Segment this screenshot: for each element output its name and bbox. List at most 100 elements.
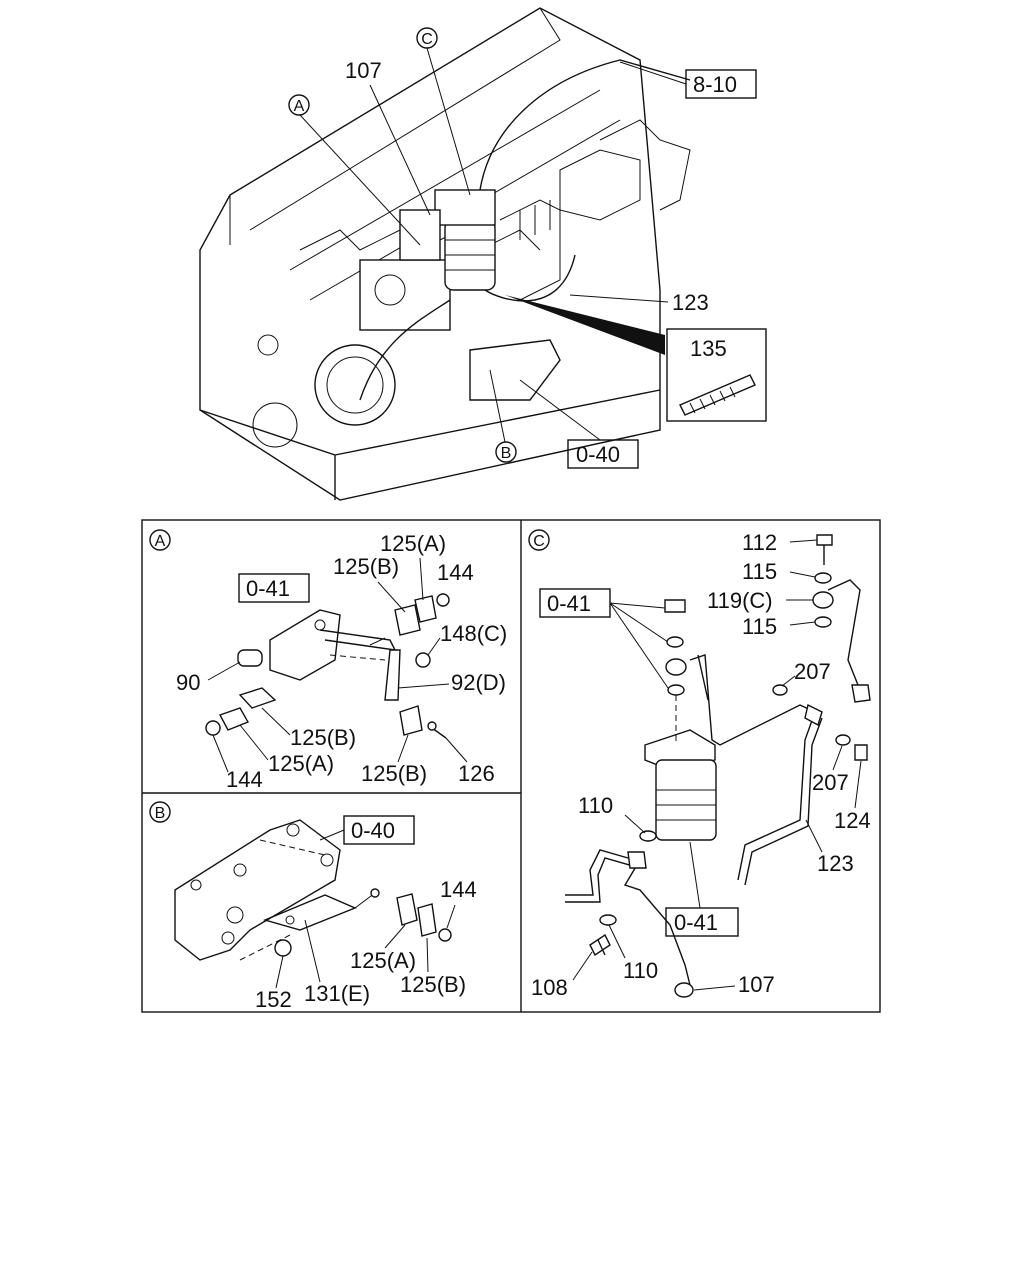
part-125B-clip	[417, 903, 437, 937]
pipe-107-eye	[674, 982, 694, 998]
pipe-123	[737, 711, 816, 881]
panel-A-ref: 0-41	[246, 576, 290, 601]
panel-B-circle	[149, 801, 171, 823]
cable-tie-icon	[679, 374, 756, 416]
callout-123: 123	[672, 290, 709, 315]
label-125B-top: 125(B)	[333, 554, 399, 579]
leader-110-a	[624, 814, 646, 834]
circle-B	[495, 441, 517, 463]
label-126: 126	[458, 761, 495, 786]
filter-cartridge	[655, 759, 717, 841]
leader-112	[789, 539, 818, 543]
panel-C-ref-bottom: 0-41	[674, 910, 718, 935]
filter-head	[644, 729, 716, 771]
pipe-123-fitting	[804, 703, 823, 727]
part-92D-bracket	[384, 649, 401, 701]
leader-B	[489, 369, 506, 443]
eye-fitting	[665, 658, 687, 676]
ref-8-10: 8-10	[693, 72, 737, 97]
label-124: 124	[834, 808, 871, 833]
panel-C-letter: C	[533, 533, 545, 550]
part-125B-clip-top	[394, 604, 421, 636]
part-125A-clip-top	[414, 595, 437, 623]
panels-outer-frame	[141, 519, 881, 1013]
pipe-lower-fitting	[627, 851, 647, 869]
label-144: 144	[440, 877, 477, 902]
label-92D: 92(D)	[451, 670, 506, 695]
callout-135: 135	[690, 336, 727, 361]
panel-A-letter: A	[155, 533, 166, 550]
label-125B: 125(B)	[400, 972, 466, 997]
label-125B-mid: 125(B)	[290, 725, 356, 750]
label-90: 90	[176, 670, 200, 695]
panel-A-circle	[149, 529, 171, 551]
label-144-top: 144	[437, 560, 474, 585]
pump-cap	[374, 274, 406, 306]
filter-ribs	[445, 239, 495, 271]
part-112-bolt-head	[816, 534, 833, 546]
panel-B-letter: B	[155, 805, 166, 822]
bracket-hole-3	[233, 863, 247, 877]
bracket-dash	[259, 839, 326, 856]
leader-115-top	[789, 571, 816, 578]
leader-125B-bottom	[397, 734, 409, 763]
pipe-right-nut	[851, 684, 871, 703]
leader-108	[572, 951, 593, 981]
bracket-hole-6	[221, 931, 235, 945]
part-207-washer-b	[835, 734, 851, 746]
leader-ref-top-1	[609, 602, 666, 609]
leader-0-40	[519, 379, 601, 441]
leader-C	[426, 47, 471, 196]
pipe-upper-inner	[697, 654, 709, 701]
panel-B-ref: 0-40	[351, 818, 395, 843]
pulley	[314, 344, 396, 426]
panel-B: B 0-40 144 125(A) 125(B) 131(E) 152	[149, 801, 477, 1012]
leader-123	[569, 294, 669, 303]
bracket-hole-2	[320, 853, 334, 867]
leader-107	[369, 84, 431, 216]
pipe-lower-107-c	[623, 859, 691, 986]
leader-110-b	[608, 924, 626, 959]
label-125B-bottom: 125(B)	[361, 761, 427, 786]
label-131E: 131(E)	[304, 981, 370, 1006]
leader-125B-mid	[261, 707, 291, 736]
bracket-hole	[314, 619, 326, 631]
part-125B-clip-bottom	[399, 705, 423, 736]
panel-C-ref-top: 0-41	[547, 591, 591, 616]
leader-148C	[427, 637, 441, 656]
pipe-right	[827, 579, 861, 691]
part-144-nut	[438, 928, 452, 942]
leader-ref-top-2	[609, 602, 669, 643]
part-144-nut-top	[436, 593, 450, 607]
panel-A: A 0-41 125(A) 125(B) 144 148(C) 92(D) 90	[149, 529, 507, 792]
injector-pipes	[519, 200, 551, 240]
overview-callouts: A C 107 8-10 123 135 B 0-40	[288, 27, 767, 469]
engine-boss	[252, 402, 298, 448]
leader-124	[854, 760, 862, 809]
fuel-line-return	[479, 59, 691, 191]
engine-block-outline	[199, 7, 661, 501]
label-123: 123	[817, 851, 854, 876]
fuel-line-123	[484, 254, 576, 302]
leader-131E	[304, 919, 321, 983]
label-110-b: 110	[623, 958, 658, 983]
leader-A	[299, 114, 421, 246]
leader-92D	[397, 683, 450, 689]
label-148C: 148(C)	[440, 621, 507, 646]
leader-125A-bottom	[239, 724, 269, 761]
part-110-washer-b	[599, 914, 617, 926]
label-152: 152	[255, 987, 292, 1012]
part-126-head	[427, 721, 437, 731]
panel-C: C 0-41	[528, 529, 871, 1000]
cable-tie-teeth	[689, 386, 736, 414]
part-110-washer-a	[639, 830, 657, 842]
leader-144-bottom	[212, 734, 229, 773]
leader-ref-bottom	[689, 841, 701, 909]
leader-123	[805, 819, 823, 853]
leader-90	[207, 661, 241, 681]
part-124-nut	[854, 744, 868, 761]
leader-8-10	[619, 61, 687, 85]
leader-125A-top	[419, 557, 424, 601]
washer-1	[666, 636, 684, 648]
label-115-bottom: 115	[742, 614, 777, 639]
